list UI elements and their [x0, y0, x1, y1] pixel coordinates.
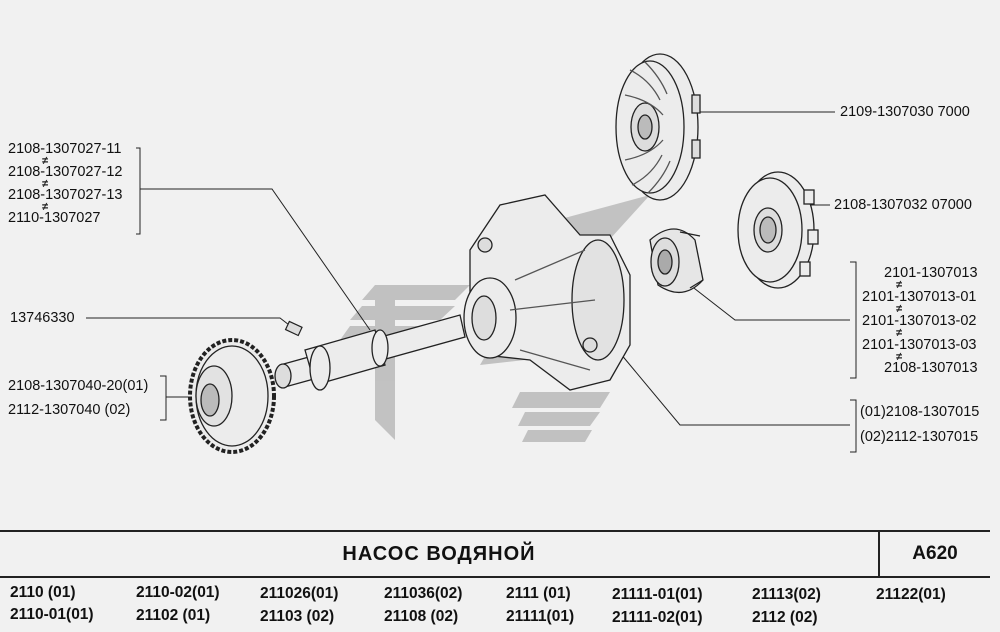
exploded-view-diagram [86, 53, 857, 454]
label-seal-1: 2101-1307013 [884, 265, 978, 281]
label-pulley-2: 2112-1307040 (02) [8, 402, 131, 418]
model-r2-4: 21108 (02) [384, 608, 459, 625]
not-equal-mark: ≠ [896, 303, 903, 315]
label-shaft-2: 2108-1307027-12 [8, 164, 123, 180]
model-r2-3: 21103 (02) [260, 608, 335, 625]
model-r1-3: 211026(01) [260, 585, 339, 602]
label-seal-4: 2101-1307013-03 [862, 337, 977, 353]
label-seal-3: 2101-1307013-02 [862, 313, 977, 329]
model-r1-6: 21111-01(01) [612, 586, 703, 603]
label-flange: 2108-1307032 07000 [834, 197, 972, 213]
not-equal-mark: ≠ [896, 279, 903, 291]
label-impeller: 2109-1307030 7000 [840, 104, 970, 120]
model-r1-7: 21113(02) [752, 586, 821, 603]
model-r1-8: 21122(01) [876, 586, 946, 603]
page-title: НАСОС ВОДЯНОЙ [342, 543, 536, 565]
not-equal-mark: ≠ [896, 351, 903, 363]
model-r1-5: 2111 (01) [506, 585, 571, 602]
label-shaft-4: 2110-1307027 [8, 210, 101, 226]
leader-lines [86, 111, 857, 453]
impeller-drawing [615, 53, 701, 201]
shaft-drawing [274, 314, 466, 391]
title-divider [878, 532, 880, 576]
model-r1-4: 211036(02) [384, 585, 463, 602]
label-pulley-1: 2108-1307040-20(01) [8, 378, 149, 394]
flange-drawing [737, 171, 819, 289]
model-r2-2: 21102 (01) [136, 607, 211, 624]
model-r2-7: 2112 (02) [752, 609, 818, 626]
label-seal-5: 2108-1307013 [884, 360, 978, 376]
label-shaft-3: 2108-1307027-13 [8, 187, 123, 203]
model-r2-6: 21111-02(01) [612, 609, 703, 626]
model-r2-1: 2110-01(01) [10, 606, 94, 623]
not-equal-mark: ≠ [896, 327, 903, 339]
model-r1-1: 2110 (01) [10, 584, 76, 601]
not-equal-mark: ≠ [42, 201, 49, 213]
label-body-1: (01)2108-1307015 [860, 404, 980, 420]
label-screw: 13746330 [10, 310, 75, 326]
label-body-2: (02)2112-1307015 [860, 429, 979, 445]
pulley-drawing [188, 338, 276, 454]
not-equal-mark: ≠ [42, 178, 49, 190]
page-code: А620 [912, 543, 958, 564]
title-bar: НАСОС ВОДЯНОЙ А620 [0, 530, 990, 578]
label-shaft-1: 2108-1307027-11 [8, 141, 122, 157]
label-seal-2: 2101-1307013-01 [862, 289, 977, 305]
screw-drawing [284, 320, 303, 337]
not-equal-mark: ≠ [42, 155, 49, 167]
housing-drawing [463, 194, 631, 391]
seal-drawing [649, 228, 704, 293]
model-r2-5: 21111(01) [506, 608, 575, 625]
model-r1-2: 2110-02(01) [136, 584, 220, 601]
